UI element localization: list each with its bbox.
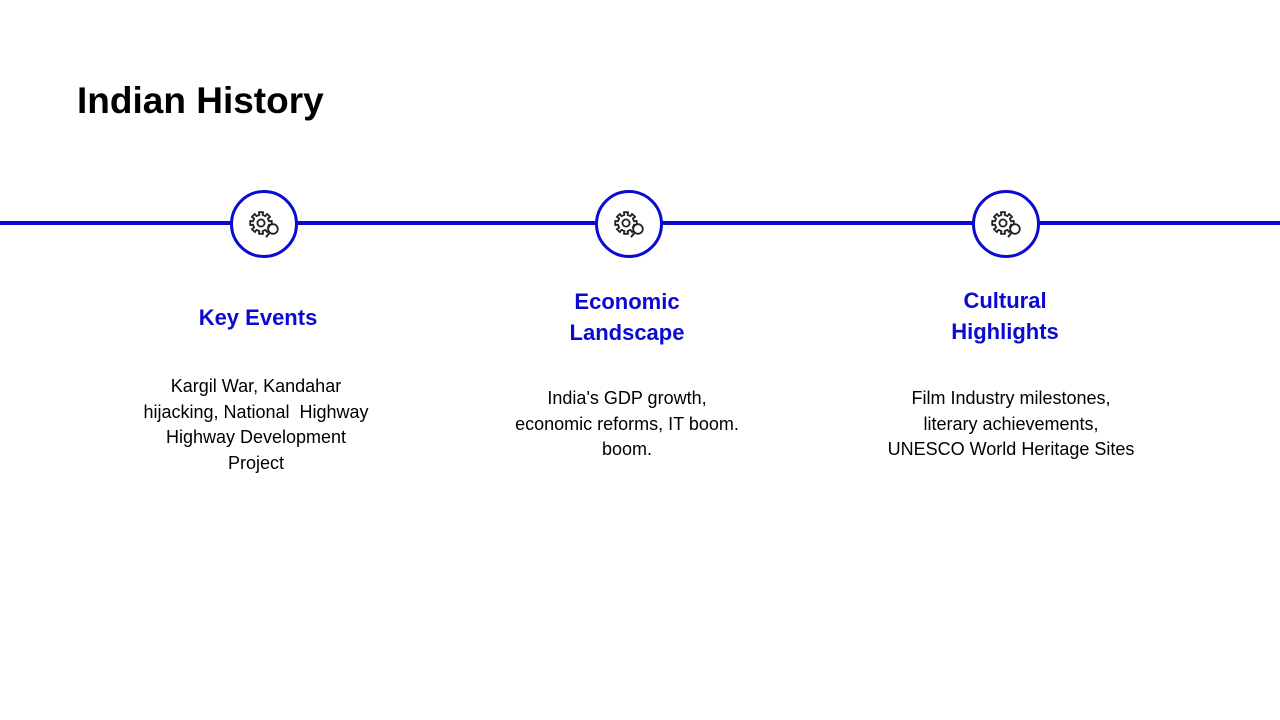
milestone-description-key-events: Kargil War, Kandahar hijacking, National… (106, 374, 406, 476)
description-line: UNESCO World Heritage Sites (887, 439, 1135, 459)
magnifier-lens (1009, 223, 1021, 235)
heading-line: Highlights (951, 319, 1059, 344)
description-line: Kargil War, Kandahar (170, 376, 342, 396)
gear-hub (998, 218, 1008, 228)
milestone-description-economic-landscape: India's GDP growth, economic reforms, IT… (477, 386, 777, 463)
gear-hub (621, 218, 631, 228)
gear-outline (614, 211, 638, 235)
gear-search-icon (991, 211, 1021, 238)
milestone-description-cultural-highlights: Film Industry milestones, literary achie… (861, 386, 1161, 463)
gear-search-icon (614, 211, 644, 238)
milestone-heading-economic-landscape: Economic Landscape (497, 286, 757, 348)
description-line: boom. (601, 439, 653, 459)
heading-line: Cultural (963, 288, 1047, 313)
description-line: Film Industry milestones, (911, 388, 1111, 408)
page-title: Indian History (77, 80, 324, 121)
magnifier-handle (265, 231, 271, 238)
gear-outline (249, 211, 273, 235)
description-line: Project (227, 452, 285, 473)
milestone-heading-key-events: Key Events (128, 302, 388, 333)
magnifier-handle (630, 231, 636, 238)
gear-hub (256, 218, 266, 228)
heading-line: Economic (574, 289, 680, 314)
magnifier-lens (632, 223, 644, 235)
milestone-node-key-events (230, 190, 298, 258)
description-line: economic reforms, IT boom. (515, 413, 739, 434)
magnifier-lens (267, 223, 279, 235)
gear-search-icon (249, 211, 279, 238)
description-line: India's GDP growth, (547, 388, 707, 408)
milestone-node-economic-landscape (595, 190, 663, 258)
gear-outline (991, 211, 1015, 235)
description-line: hijacking, National Highway (143, 401, 369, 422)
magnifier-handle (1007, 231, 1013, 238)
description-line: Highway Development (165, 427, 347, 447)
milestone-heading-cultural-highlights: Cultural Highlights (875, 285, 1135, 347)
heading-line: Landscape (569, 320, 685, 345)
heading-line: Key Events (198, 305, 318, 330)
milestone-node-cultural-highlights (972, 190, 1040, 258)
description-line: literary achievements, (923, 413, 1099, 434)
